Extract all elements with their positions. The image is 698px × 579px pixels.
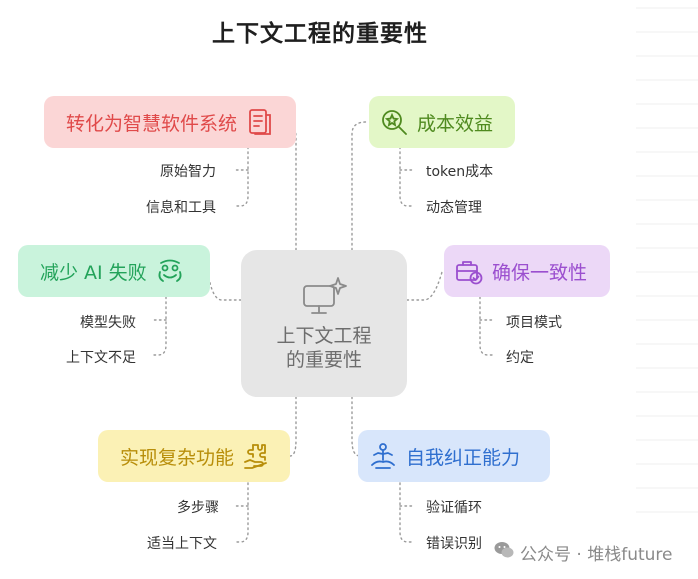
- node-convert-to-smart-software: 转化为智慧软件系统: [44, 96, 296, 148]
- node-reduce-ai-failure: 减少 AI 失败: [18, 245, 210, 297]
- sub-item-error-recognition: 错误识别: [426, 536, 482, 552]
- watermark-text: 公众号 · 堆栈future: [520, 545, 673, 565]
- node-label: 确保一致性: [492, 261, 588, 284]
- sub-item-verification-loop: 验证循环: [426, 500, 482, 516]
- wechat-icon: [494, 541, 514, 564]
- sub-item-dynamic-management: 动态管理: [426, 200, 482, 216]
- sub-item-model-failure: 模型失败: [80, 315, 136, 331]
- node-cost-effectiveness: 成本效益: [369, 96, 515, 148]
- node-label: 成本效益: [417, 112, 494, 135]
- sub-item-raw-intelligence: 原始智力: [160, 164, 216, 180]
- sub-item-info-tools: 信息和工具: [146, 200, 216, 216]
- node-label: 减少 AI 失败: [40, 261, 147, 284]
- sub-item-token-cost: token成本: [426, 164, 494, 180]
- center-topic: 上下文工程 的重要性: [241, 250, 407, 397]
- background-lines: [636, 7, 698, 513]
- node-self-correction: 自我纠正能力: [358, 430, 550, 482]
- node-label: 转化为智慧软件系统: [66, 112, 238, 135]
- sub-item-project-patterns: 项目模式: [506, 315, 562, 331]
- briefcase-check-icon: [454, 256, 484, 286]
- puzzle-hand-icon: [242, 441, 272, 471]
- node-label: 实现复杂功能: [120, 446, 235, 469]
- sub-item-conventions: 约定: [506, 350, 534, 366]
- node-ensure-consistency: 确保一致性: [444, 245, 610, 297]
- sub-item-appropriate-context: 适当上下文: [147, 536, 217, 552]
- watermark: 公众号 · 堆栈future: [494, 540, 673, 565]
- document-icon: [245, 107, 275, 137]
- face-icon: [155, 256, 185, 286]
- sub-item-insufficient-context: 上下文不足: [66, 350, 136, 366]
- page-title: 上下文工程的重要性: [212, 21, 428, 47]
- star-search-icon: [379, 107, 409, 137]
- meditation-icon: [368, 441, 398, 471]
- node-label: 自我纠正能力: [406, 446, 521, 469]
- sub-item-multi-step: 多步骤: [177, 500, 219, 516]
- center-title-line2: 的重要性: [285, 348, 362, 371]
- center-title-line1: 上下文工程: [276, 324, 372, 347]
- node-implement-complex-features: 实现复杂功能: [98, 430, 290, 482]
- computer-sparkle-icon: [300, 276, 348, 320]
